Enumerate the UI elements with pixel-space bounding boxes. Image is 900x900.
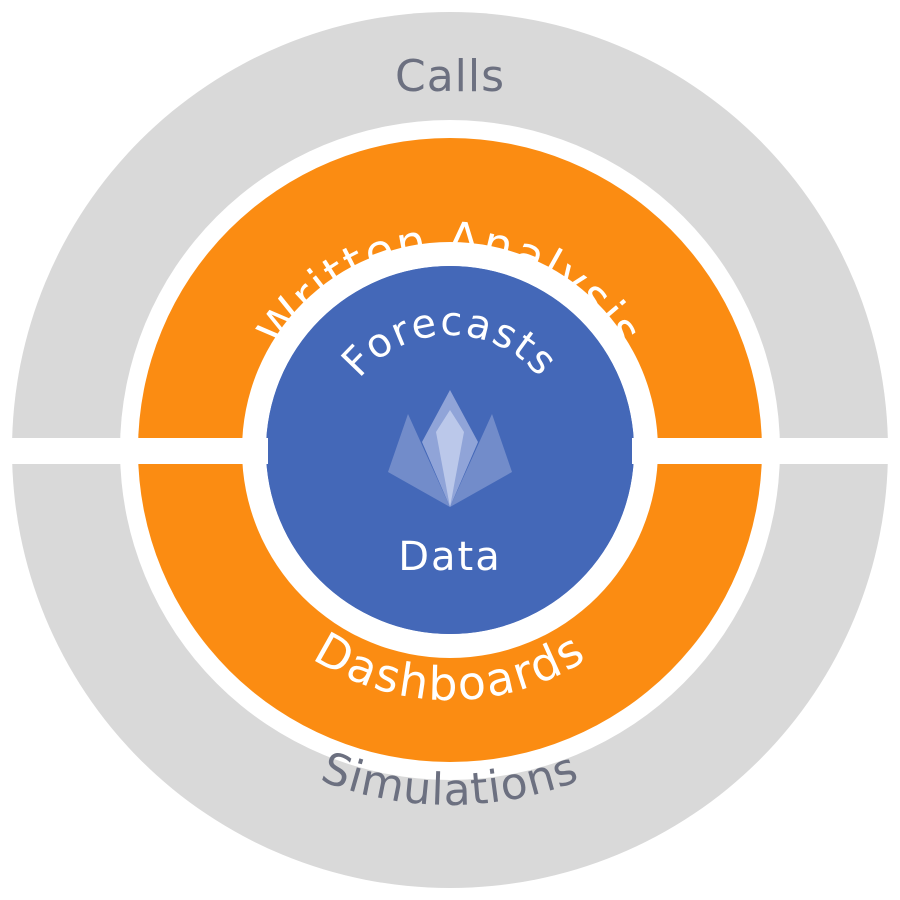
- inner-bottom-label: Data: [398, 534, 502, 580]
- outer-top-label: Calls: [395, 51, 505, 102]
- lotus-logo-icon: [388, 390, 512, 507]
- inner-gap-bridge-right: [632, 438, 658, 464]
- inner-gap-bridge-left: [242, 438, 268, 464]
